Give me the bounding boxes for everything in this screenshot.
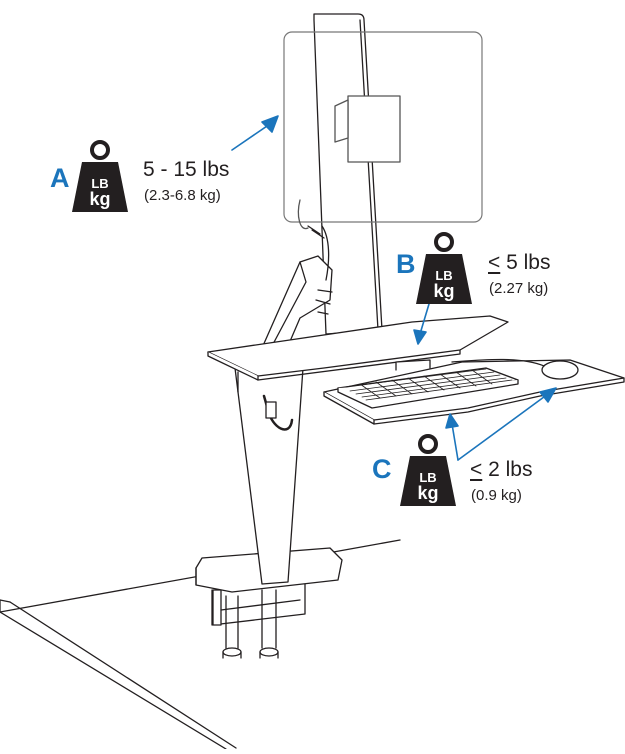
label-c-metric: (0.9 kg) — [471, 487, 522, 504]
label-a-letter: A — [50, 163, 70, 193]
label-b-letter: B — [396, 249, 416, 279]
label-c-letter: C — [372, 454, 392, 484]
weight-icon: LB kg — [400, 434, 456, 506]
svg-text:kg: kg — [417, 483, 438, 503]
mouse — [451, 358, 579, 380]
weight-icon: LB kg — [416, 232, 472, 304]
desk-clamp — [211, 581, 306, 659]
label-b-metric: (2.27 kg) — [489, 280, 549, 297]
work-surface — [207, 315, 509, 431]
weight-icon: LB kg — [72, 140, 128, 212]
support-arm — [261, 225, 333, 349]
label-a-capacity: 5 - 15 lbs — [143, 158, 230, 181]
label-c-capacity: < 2 lbs — [470, 458, 533, 481]
svg-text:kg: kg — [433, 281, 454, 301]
svg-text:LB: LB — [419, 470, 436, 485]
label-b-capacity: < 5 lbs — [488, 251, 551, 274]
monitor-panel — [283, 31, 483, 239]
svg-text:LB: LB — [435, 268, 452, 283]
svg-text:kg: kg — [89, 189, 110, 209]
keyboard — [337, 359, 519, 409]
label-a-metric: (2.3-6.8 kg) — [144, 187, 221, 204]
svg-text:LB: LB — [91, 176, 108, 191]
